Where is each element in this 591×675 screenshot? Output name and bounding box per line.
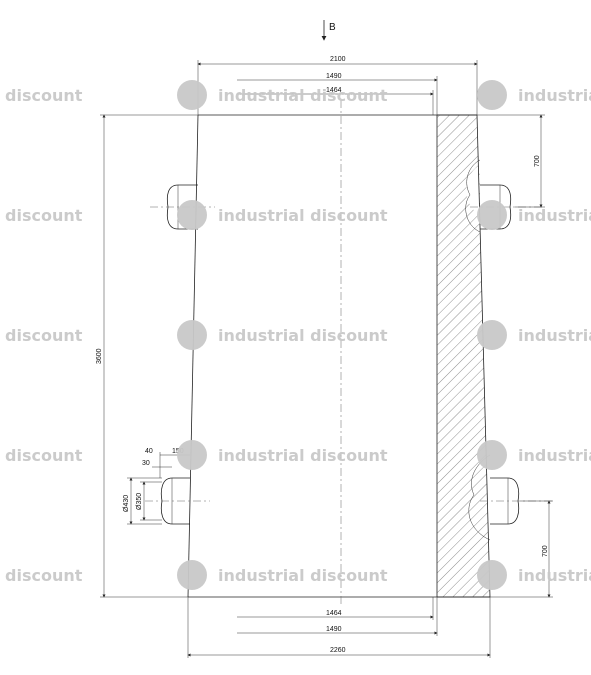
dimension-height: 3600 [96, 114, 198, 598]
svg-text:1490: 1490 [326, 73, 342, 80]
watermark-text: discount [5, 326, 83, 345]
watermark-logo-icon [477, 560, 507, 590]
svg-text:2260: 2260 [330, 647, 346, 654]
watermark-text: industrial discount [218, 446, 388, 465]
view-label: B [329, 22, 336, 33]
watermark-text: discount [5, 566, 83, 585]
dimension-bottom-mid: 1490 [237, 597, 438, 636]
watermark-text: industrial [518, 566, 591, 585]
svg-text:1464: 1464 [326, 87, 342, 94]
bollard-left-lower [145, 477, 210, 525]
watermark-logo-icon [177, 200, 207, 230]
watermark-logo-icon [477, 80, 507, 110]
svg-text:1490: 1490 [326, 626, 342, 633]
watermark-logo-icon [177, 440, 207, 470]
watermark-logo-icon [477, 440, 507, 470]
watermark-text: discount [5, 206, 83, 225]
watermark-text: discount [5, 86, 83, 105]
watermark-logo-icon [477, 320, 507, 350]
watermark-text: industrial [518, 206, 591, 225]
svg-text:30: 30 [142, 460, 150, 467]
dimension-bottom-overall: 2260 [187, 597, 491, 658]
dimension-bottom-inner: 1464 [237, 597, 434, 620]
watermark-text: industrial discount [218, 206, 388, 225]
watermark-logo-icon [177, 80, 207, 110]
watermark-text: discount [5, 446, 83, 465]
svg-text:3600: 3600 [96, 348, 103, 364]
dimension-top-inner: 1464 [237, 87, 434, 115]
watermark-logo-icon [177, 320, 207, 350]
svg-text:700: 700 [534, 155, 541, 167]
bollard-right-lower [480, 477, 555, 525]
svg-text:Ø430: Ø430 [123, 495, 130, 512]
svg-text:700: 700 [542, 545, 549, 557]
svg-text:2100: 2100 [330, 56, 346, 63]
watermark-logo-icon [477, 200, 507, 230]
watermark-text: industrial [518, 326, 591, 345]
watermark-text: industrial discount [218, 86, 388, 105]
watermark-text: industrial [518, 446, 591, 465]
view-indicator: B [321, 20, 336, 41]
svg-text:Ø350: Ø350 [136, 493, 143, 510]
watermark-text: industrial discount [218, 326, 388, 345]
dimension-top-mid: 1490 [237, 73, 438, 115]
svg-text:40: 40 [145, 448, 153, 455]
dimension-right-lower: 700 [490, 500, 553, 598]
svg-text:1464: 1464 [326, 610, 342, 617]
watermark-text: industrial [518, 86, 591, 105]
watermark-logo-icon [177, 560, 207, 590]
watermark-text: industrial discount [218, 566, 388, 585]
section-hatch [437, 114, 491, 598]
watermark-layer: discount industrial discount industrial … [5, 80, 591, 590]
dimension-right-upper: 700 [477, 114, 545, 208]
